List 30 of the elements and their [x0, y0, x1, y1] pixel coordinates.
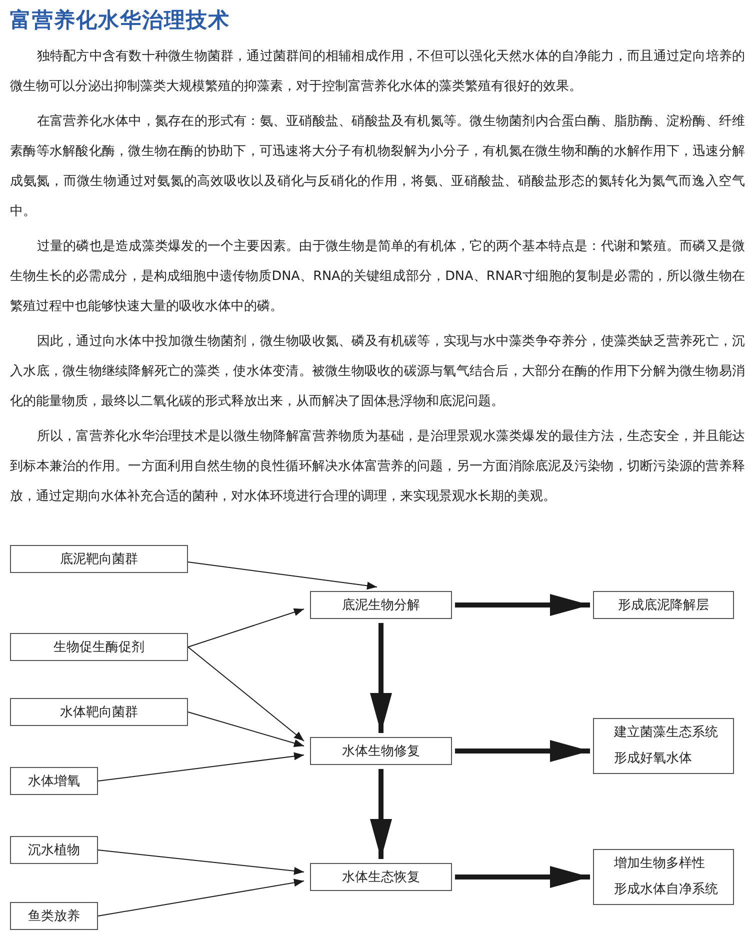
process-box: 底泥生物分解: [310, 591, 452, 619]
title: 富营养化水华治理技术: [10, 7, 230, 34]
paragraph: 因此，通过向水体中投加微生物菌剂，微生物吸收氮、磷及有机碳等，实现与水中藻类争夺养分，使藻类缺乏营养死亡，沉入水底，微生物继续降解死亡的藻类，使水体变清。被微生物吸收的碳源与氧气结合后，大部分在酶的作用下分解为微生物易消化的能量物质，最终以二氧化碳的形式释放出来，从而解决了固体悬浮物和底泥问题。: [10, 333, 745, 411]
arrow: [370, 769, 392, 859]
arrow: [455, 740, 590, 762]
process-box: 水体生物修复: [310, 737, 452, 765]
arrow: [455, 594, 590, 616]
process-box: 鱼类放养: [10, 902, 98, 930]
process-box: 生物促生酶促剂: [10, 633, 188, 661]
paragraph: 在富营养化水体中，氮存在的形式有：氨、亚硝酸盐、硝酸盐及有机氮等。微生物菌剂内合蛋白酶、脂肪酶、淀粉酶、纤维素酶等水解酸化酶，微生物在酶的协助下，可迅速将大分子有机物裂解为小分子，有机氮在微生物和酶的水解作用下，迅速分解成氨氮，而微生物通过对氨氮的高效吸收以及硝化与反硝化的作用，将氨、亚硝酸盐、硝酸盐形态的氮转化为氮气而逸入空气中。: [10, 113, 745, 221]
process-box: 沉水植物: [10, 836, 98, 864]
arrow: [98, 752, 304, 782]
paragraph: 过量的磷也是造成藻类爆发的一个主要因素。由于微生物是简单的有机体，它的两个基本特点是：代谢和繁殖。而磷又是微生物生长的必需成分，是构成细胞中遗传物质DNA、RNA的关键组成部分，DNA、RNAR寸细胞的复制是必需的，所以微生物在繁殖过程中也能够快速大量的吸收水体中的磷。: [10, 238, 745, 316]
process-box: 水体生态恢复: [310, 863, 452, 891]
process-box: 形成底泥降解层: [593, 591, 734, 619]
arrow: [188, 562, 378, 590]
arrow: [370, 623, 392, 733]
arrow: [98, 850, 304, 875]
process-box: 建立菌藻生态系统 形成好氧水体: [593, 718, 734, 774]
arrow: [188, 608, 304, 648]
paragraph: 独特配方中含有数十种微生物菌群，通过菌群间的相辅相成作用，不但可以强化天然水体的自净能力，而且通过定向培养的微生物可以分泌出抑制藻类大规模繁殖的抑藻素，对于控制富营养化水体的藻类繁殖有很好的效果。: [10, 48, 745, 96]
process-box: 水体靶向菌群: [10, 698, 188, 726]
arrow: [455, 866, 590, 888]
process-box: 底泥靶向菌群: [10, 545, 188, 573]
process-box: 水体增氧: [10, 767, 98, 795]
process-box: 增加生物多样性 形成水体自净系统: [593, 849, 734, 905]
paragraph: 所以，富营养化水华治理技术是以微生物降解富营养物质为基础，是治理景观水藻类爆发的最佳方法，生态安全，并且能达到标本兼治的作用。一方面利用自然生物的良性循环解决水体富营养的问题，另一方面消除底泥及污染物，切断污染源的营养释放，通过定期向水体补充合适的菌种，对水体环境进行合理的调理，来实现景观水长期的美观。: [10, 428, 745, 506]
arrow: [188, 712, 304, 748]
arrow: [98, 878, 304, 916]
arrow: [188, 646, 304, 742]
